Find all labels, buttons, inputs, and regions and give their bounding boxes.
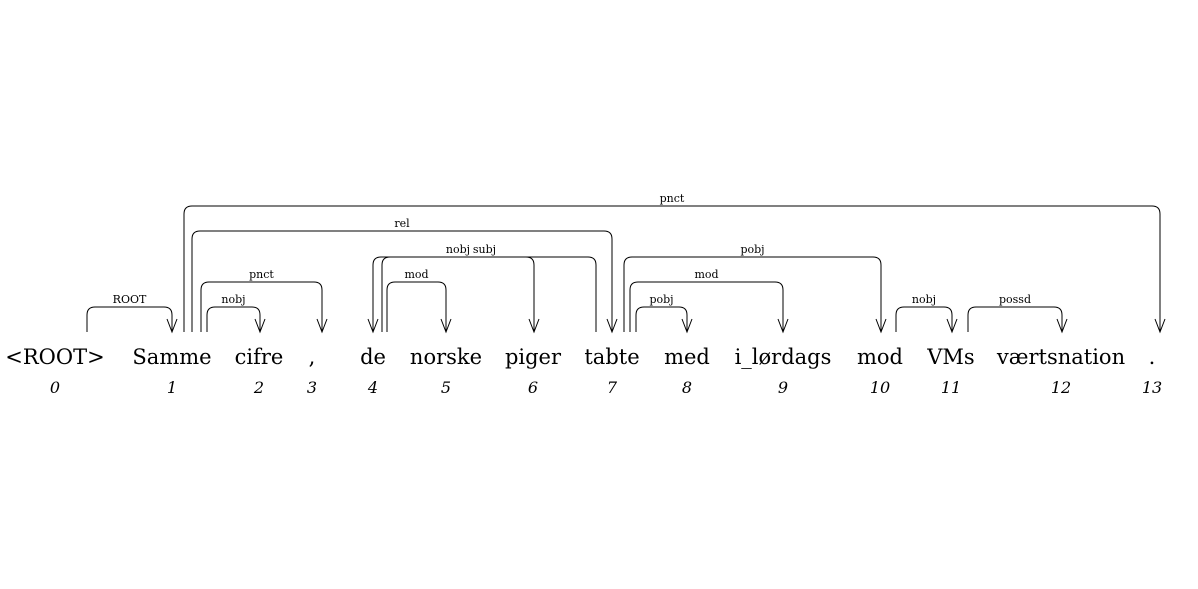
token-word: piger [505, 345, 562, 369]
arc-label: nobj [221, 293, 245, 306]
dependency-arc: nobj [381, 243, 540, 334]
token-word: VMs [926, 345, 974, 369]
token-word: <ROOT> [5, 345, 104, 369]
arc-line [86, 306, 173, 332]
arc-line [386, 281, 447, 332]
token-index: 7 [607, 378, 618, 397]
arrowhead-icon [1056, 318, 1068, 334]
arc-line [623, 256, 882, 332]
arrowhead-icon [316, 318, 328, 334]
arc-line [200, 281, 323, 332]
arc-label: pobj [649, 293, 673, 306]
dependency-arc: pnct [183, 192, 1166, 334]
arc-line [206, 306, 261, 332]
arc-label: pobj [740, 243, 764, 256]
arc-line [895, 306, 953, 332]
token-index: 9 [778, 378, 788, 397]
token-word: i_lørdags [735, 345, 832, 369]
arc-label: pnct [660, 192, 685, 205]
arc-label: nobj [912, 293, 936, 306]
arrowhead-icon [367, 318, 379, 334]
arc-label: mod [694, 268, 718, 281]
arrowhead-icon [528, 318, 540, 334]
token-word: tabte [584, 345, 639, 369]
arrowhead-icon [166, 318, 178, 334]
arc-label: possd [999, 293, 1031, 306]
arrowhead-icon [946, 318, 958, 334]
token-index: 10 [870, 378, 890, 397]
arc-line [629, 281, 784, 332]
dependency-arc: nobj [895, 293, 958, 334]
arrowhead-icon [254, 318, 266, 334]
dependency-arc: rel [191, 217, 618, 334]
dependency-arc: pobj [635, 293, 693, 334]
token-word: med [664, 345, 710, 369]
token-index: 6 [528, 378, 538, 397]
token-word: de [360, 345, 386, 369]
token-index: 13 [1142, 378, 1162, 397]
token-word: , [309, 345, 316, 369]
arc-line [372, 256, 597, 332]
dependency-arc: possd [967, 293, 1068, 334]
arc-label: ROOT [113, 293, 147, 306]
token-index: 0 [50, 378, 60, 397]
arc-line [967, 306, 1063, 332]
arrowhead-icon [681, 318, 693, 334]
arc-label: nobj [446, 243, 470, 256]
token-word: . [1149, 345, 1156, 369]
arrowhead-icon [606, 318, 618, 334]
token-index: 2 [253, 378, 264, 397]
token-index: 8 [682, 378, 692, 397]
dependency-arc: nobj [206, 293, 266, 334]
arrowhead-icon [1154, 318, 1166, 334]
dependency-arc: subj [367, 243, 597, 334]
arc-label: subj [473, 243, 496, 256]
dependency-arc: pobj [623, 243, 887, 334]
token-index: 3 [307, 378, 317, 397]
arrowhead-icon [777, 318, 789, 334]
token-index: 4 [367, 378, 378, 397]
arrowhead-icon [875, 318, 887, 334]
token-index: 12 [1051, 378, 1071, 397]
dependency-arc: mod [386, 268, 452, 334]
token-word: værtsnation [996, 345, 1125, 369]
dependency-arc: pnct [200, 268, 328, 334]
arc-label: rel [394, 217, 410, 230]
arrowhead-icon [440, 318, 452, 334]
arc-line [635, 306, 688, 332]
token-word: mod [857, 345, 903, 369]
token-word: norske [410, 345, 482, 369]
arc-label: pnct [249, 268, 274, 281]
token-word: cifre [235, 345, 284, 369]
token-index: 5 [441, 378, 451, 397]
dependency-arc: mod [629, 268, 789, 334]
tokens-layer: <ROOT> 0 Samme 1 cifre 2, 3 de 4 norske 5 piger 6 tab… [5, 345, 1162, 397]
arc-line [183, 205, 1161, 332]
dependency-arc: ROOT [86, 293, 178, 334]
arc-label: mod [404, 268, 428, 281]
token-word: Samme [132, 345, 211, 369]
token-index: 11 [941, 378, 961, 397]
arc-line [191, 230, 613, 332]
token-index: 1 [167, 378, 177, 397]
